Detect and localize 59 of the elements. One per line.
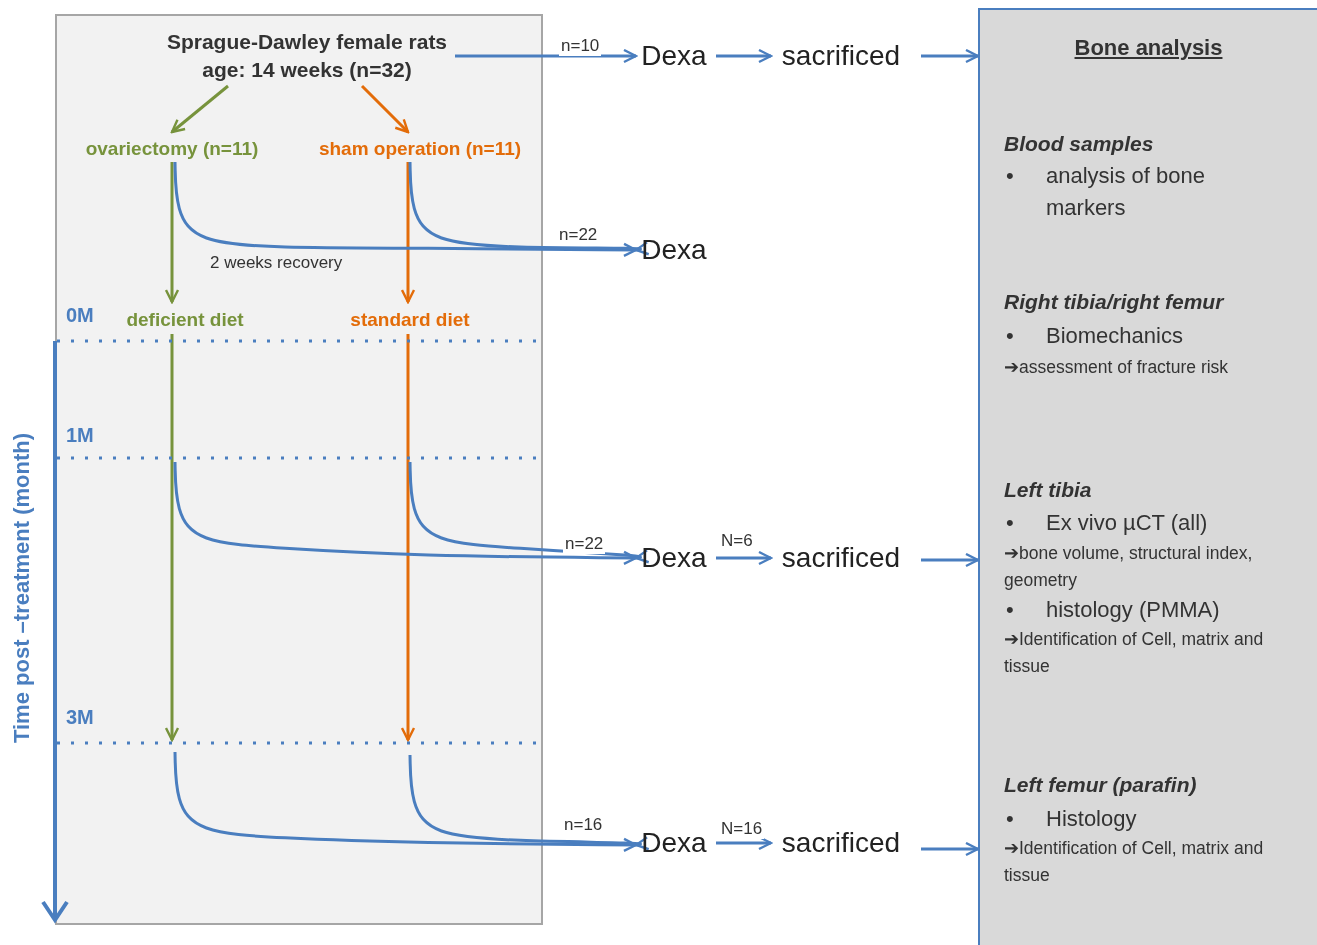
panel-background	[55, 14, 543, 925]
result-note: ➔assessment of fracture risk	[1004, 356, 1230, 379]
result-note: ➔Identification of Cell, matrix and tissue	[1004, 837, 1265, 887]
time-label: 3M	[66, 706, 94, 729]
arrow	[170, 84, 229, 134]
arrow	[408, 754, 650, 851]
arrow	[921, 841, 980, 857]
step-label: Dexa	[636, 538, 712, 578]
bullet-mark: •	[1006, 805, 1014, 833]
arrow	[173, 161, 638, 258]
note-text: 2 weeks recovery	[210, 253, 343, 273]
arrow	[164, 334, 180, 742]
arrow	[455, 48, 638, 64]
arrow	[921, 552, 980, 568]
section-heading: Right tibia/right femur	[1004, 290, 1224, 314]
step-label: sacrificed	[771, 36, 911, 76]
bullet-item: Histology	[1046, 805, 1138, 833]
bullet-item: Biomechanics	[1046, 322, 1184, 350]
step-label: Dexa	[636, 230, 712, 270]
step-label: Dexa	[636, 823, 712, 863]
analysis-panel	[978, 8, 1317, 945]
arrow	[408, 461, 650, 564]
arrow	[360, 84, 410, 134]
step-label: Dexa	[636, 36, 712, 76]
arrow	[400, 162, 416, 304]
edge-label: n=10	[559, 36, 602, 56]
result-note: ➔bone volume, structural index, geometry	[1004, 542, 1254, 592]
panel-heading: Bone analysis	[1073, 35, 1224, 61]
bullet-mark: •	[1006, 322, 1014, 350]
bullet-item: histology (PMMA)	[1046, 596, 1221, 624]
group-label: ovariectomy (n=11)	[64, 134, 280, 164]
arrow	[716, 48, 773, 64]
result-note: ➔Identification of Cell, matrix and tissue	[1004, 628, 1265, 678]
edge-label: n=22	[563, 534, 606, 554]
arrow	[173, 461, 638, 566]
bullet-mark: •	[1006, 509, 1014, 537]
time-label: 1M	[66, 424, 94, 447]
section-heading: Left femur (parafin)	[1004, 773, 1197, 797]
bullet-item: analysis of bone markers	[1046, 162, 1206, 222]
group-title: Sprague-Dawley female rats age: 14 weeks (n=32)	[157, 24, 457, 88]
group-label: sham operation (n=11)	[298, 134, 542, 164]
step-label: sacrificed	[771, 538, 911, 578]
edge-label: N=16	[719, 819, 765, 839]
diet-label: standard diet	[332, 304, 488, 336]
arrow	[164, 162, 180, 304]
diet-label: deficient diet	[110, 304, 260, 336]
arrow	[408, 161, 650, 256]
step-label: sacrificed	[771, 823, 911, 863]
arrow	[173, 751, 638, 853]
bullet-item: Ex vivo µCT (all)	[1046, 509, 1209, 537]
section-heading: Left tibia	[1004, 478, 1092, 502]
axis-title: Time post –treatment (month)	[9, 432, 35, 744]
bullet-mark: •	[1006, 162, 1014, 190]
time-label: 0M	[66, 304, 94, 327]
section-heading: Blood samples	[1004, 132, 1154, 156]
arrow	[716, 550, 773, 566]
bullet-mark: •	[1006, 596, 1014, 624]
arrow	[921, 48, 980, 64]
arrow	[400, 334, 416, 742]
